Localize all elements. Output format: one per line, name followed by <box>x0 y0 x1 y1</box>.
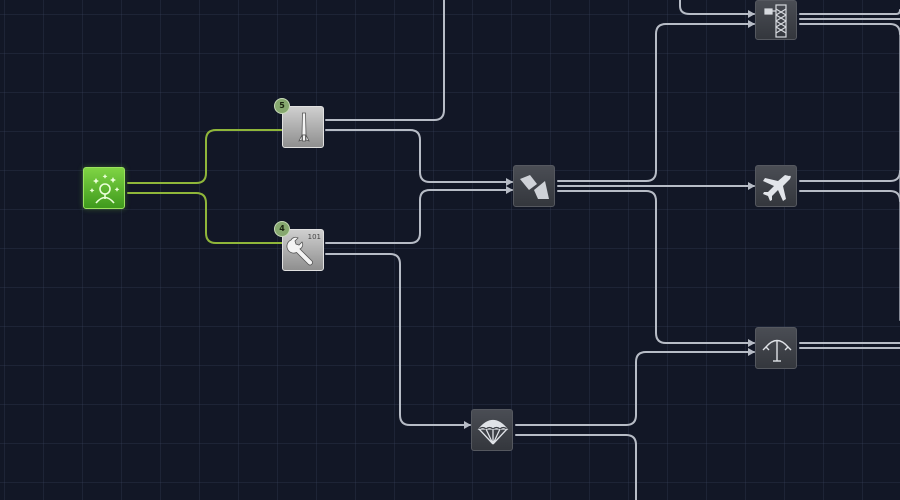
link-start-to-basic-rocketry <box>127 129 283 184</box>
tech-node-label: 101 <box>307 233 321 241</box>
wrench-icon <box>286 236 313 266</box>
fins-icon <box>520 175 549 199</box>
tech-node-basic-rocketry[interactable]: 5 <box>274 98 324 148</box>
tech-node-badge: 4 <box>274 221 290 237</box>
link-general-construction-right-a <box>799 9 900 15</box>
tech-node-survivability[interactable] <box>471 409 513 451</box>
link-survivability-to-landing <box>515 351 755 426</box>
link-aviation-right-a <box>799 170 900 182</box>
tech-node-start[interactable] <box>83 167 125 209</box>
link-basic-rocketry-up <box>325 0 445 121</box>
link-top-to-general-construction <box>679 0 755 15</box>
link-stability-to-general-construction <box>557 23 755 182</box>
landing-leg-icon <box>762 339 792 362</box>
observatory-icon <box>89 174 120 204</box>
link-aviation-right-b <box>799 190 900 202</box>
link-start-to-engineering-101 <box>127 192 283 244</box>
tech-node-landing[interactable] <box>755 327 797 369</box>
tower-icon <box>764 4 787 38</box>
tech-node-stability[interactable] <box>513 165 555 207</box>
link-basic-rocketry-to-stability <box>325 129 513 183</box>
rocket-icon <box>298 112 310 142</box>
tech-node-engineering-101[interactable]: 101 4 <box>274 221 324 271</box>
parachute-icon <box>477 419 509 445</box>
link-engineering-to-stability <box>325 189 513 244</box>
link-stability-to-landing <box>557 190 755 344</box>
link-engineering-to-survivability <box>325 253 471 426</box>
tech-node-aviation[interactable] <box>755 165 797 207</box>
tech-node-general-construction[interactable] <box>755 0 797 40</box>
link-general-construction-right-c <box>799 23 900 35</box>
airplane-icon <box>763 175 791 201</box>
link-survivability-down <box>515 434 637 500</box>
tech-node-badge: 5 <box>274 98 290 114</box>
